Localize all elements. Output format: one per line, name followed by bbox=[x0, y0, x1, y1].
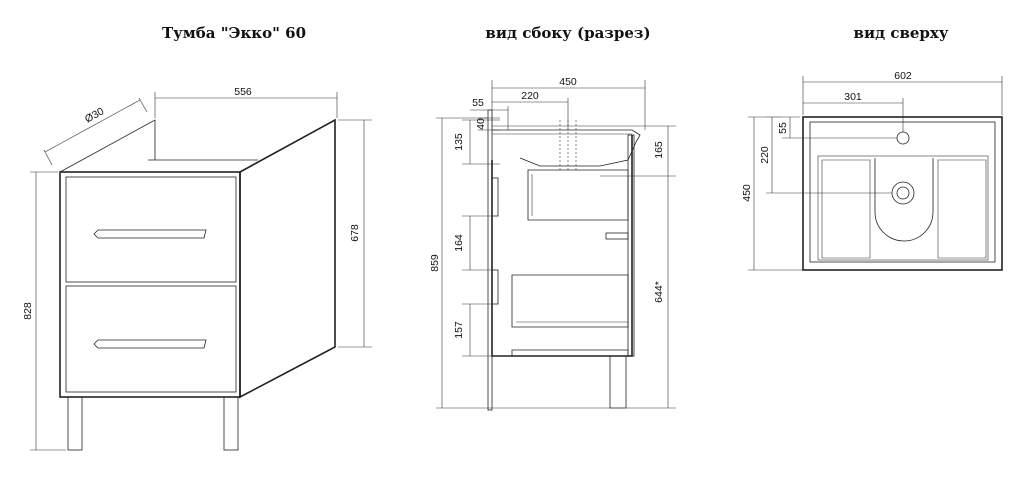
svg-text:135: 135 bbox=[453, 133, 465, 151]
svg-text:220: 220 bbox=[759, 146, 771, 164]
leg-left bbox=[67, 396, 83, 451]
basin-right-shelf bbox=[937, 159, 987, 259]
handle-section bbox=[605, 232, 629, 240]
svg-text:678: 678 bbox=[349, 224, 361, 242]
worktop-inner bbox=[809, 121, 996, 263]
dimension-total-height: 828 bbox=[22, 171, 66, 451]
basin-bowl bbox=[874, 158, 934, 242]
basin-left-shelf bbox=[821, 159, 871, 259]
svg-text:164: 164 bbox=[453, 234, 465, 252]
side-leg bbox=[609, 355, 627, 409]
dimension-width: 556 bbox=[154, 86, 338, 118]
svg-text:828: 828 bbox=[22, 302, 34, 320]
drawer-handle-upper bbox=[93, 229, 207, 239]
svg-text:55: 55 bbox=[472, 97, 484, 109]
svg-text:157: 157 bbox=[453, 321, 465, 339]
bracket-upper bbox=[491, 177, 499, 217]
drawer-lower-section bbox=[511, 274, 629, 328]
dimension-top-220: 220 bbox=[759, 116, 892, 194]
dimension-side-644: 644* bbox=[626, 176, 676, 409]
title-side-view: вид сбоку (разрез) bbox=[485, 24, 650, 42]
svg-text:40: 40 bbox=[475, 118, 487, 130]
svg-text:450: 450 bbox=[559, 76, 577, 88]
svg-text:859: 859 bbox=[429, 254, 441, 272]
svg-text:220: 220 bbox=[521, 90, 539, 102]
front-view: 556 Ø30 828 678 bbox=[22, 86, 372, 451]
worktop-outline bbox=[802, 116, 1003, 271]
tap-hole bbox=[896, 131, 910, 145]
bracket-lower bbox=[491, 269, 499, 305]
top-view: 602 301 55 220 450 bbox=[741, 70, 1003, 271]
svg-text:450: 450 bbox=[741, 184, 753, 202]
svg-text:556: 556 bbox=[234, 86, 252, 98]
dimension-depth-diagonal: Ø30 bbox=[43, 97, 148, 166]
side-view: 450 220 55 40 135 bbox=[429, 76, 676, 411]
drawer-upper-section bbox=[527, 169, 629, 221]
drawer-handle-lower bbox=[93, 339, 207, 349]
drain-inner bbox=[896, 186, 910, 200]
svg-text:301: 301 bbox=[844, 91, 862, 103]
dimension-top-55: 55 bbox=[777, 116, 897, 139]
basin-profile bbox=[492, 129, 641, 167]
dimension-side-220: 220 bbox=[492, 90, 569, 130]
svg-text:165: 165 bbox=[653, 141, 665, 159]
dimension-side-165: 165 bbox=[600, 125, 676, 177]
cabinet-front-frame bbox=[59, 171, 241, 398]
dimension-side-157: 157 bbox=[453, 303, 492, 357]
dimension-side-859: 859 bbox=[429, 117, 610, 409]
dimension-side-depth: 450 bbox=[491, 76, 646, 130]
drawer-lower bbox=[65, 285, 237, 393]
drawer-upper bbox=[65, 176, 237, 283]
dimension-top-width: 602 bbox=[802, 70, 1003, 115]
dimension-side-164: 164 bbox=[453, 215, 492, 271]
cabinet-body-section bbox=[491, 135, 633, 357]
title-top-view: вид сверху bbox=[854, 24, 949, 42]
leg-right bbox=[223, 396, 239, 451]
dimension-side-135: 135 bbox=[453, 119, 500, 165]
drain-outer bbox=[891, 181, 915, 205]
dimension-body-height: 678 bbox=[338, 119, 372, 348]
dimension-top-depth: 450 bbox=[741, 116, 803, 271]
dimension-side-55: 55 bbox=[470, 97, 509, 130]
svg-text:Ø30: Ø30 bbox=[83, 105, 106, 125]
dimension-top-301: 301 bbox=[803, 91, 904, 132]
bottom-rail bbox=[511, 349, 629, 357]
cabinet-side-panel bbox=[239, 118, 336, 399]
svg-text:55: 55 bbox=[777, 122, 789, 134]
svg-text:644*: 644* bbox=[653, 281, 665, 303]
basin-area bbox=[817, 155, 989, 261]
side-panel-front bbox=[627, 134, 635, 357]
title-front-view: Тумба "Экко" 60 bbox=[162, 24, 306, 42]
svg-text:602: 602 bbox=[894, 70, 912, 82]
cabinet-top-left-edge bbox=[59, 119, 156, 173]
